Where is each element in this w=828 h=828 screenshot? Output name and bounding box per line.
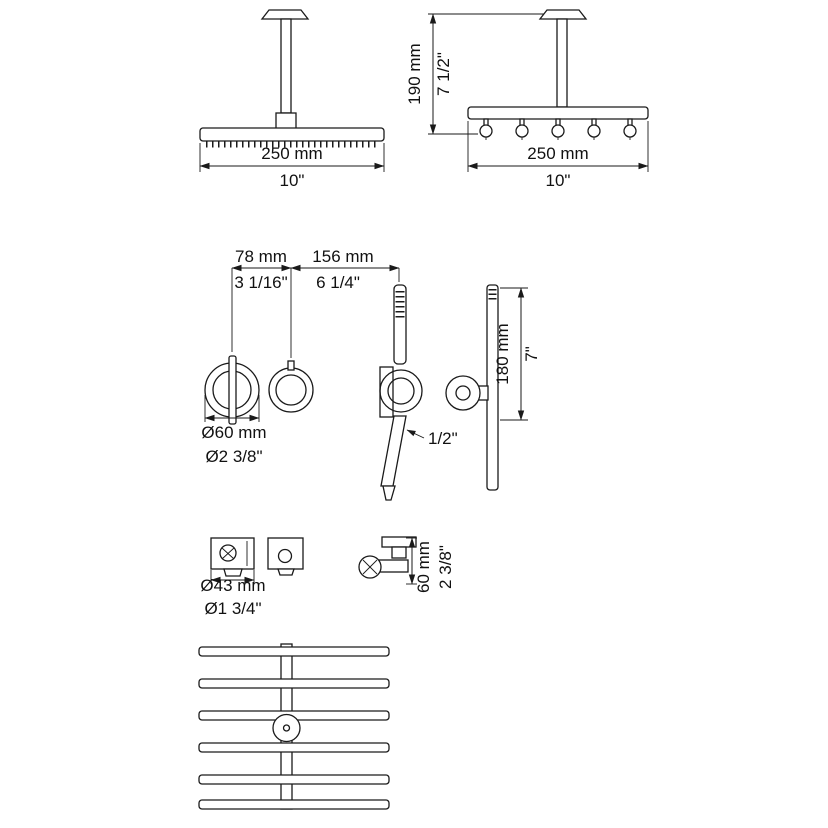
shower-head (199, 127, 385, 142)
ceiling-rain-shower-figure (199, 9, 385, 148)
dim-label-10in-left: 10" (280, 171, 305, 190)
holder-ring-outer (379, 369, 423, 413)
dim-label-d60mm: Ø60 mm (201, 423, 266, 442)
dim-label-d43mm: Ø43 mm (200, 576, 265, 595)
dim-holder-depth: 60 mm 2 3/8" (406, 537, 455, 593)
dim-label-d2-3-8in: Ø2 3/8" (205, 447, 262, 466)
holder-ring-inner (387, 377, 415, 405)
rack-bar (198, 799, 390, 810)
diverter-knob-top (277, 548, 293, 564)
dim-top-right-height: 190 mm 7 1/2" (405, 13, 544, 135)
dim-label-2-3-8in: 2 3/8" (436, 545, 455, 589)
dim-label-250mm-left: 250 mm (261, 144, 322, 163)
shower-head-nozzle (623, 118, 637, 140)
rack-bar (198, 742, 390, 753)
dim-label-156mm: 156 mm (312, 247, 373, 266)
rack-figure (198, 643, 390, 810)
hand-shower-front-figure (379, 284, 423, 501)
dim-hose-connection: 1/2" (406, 429, 458, 448)
valve-handles-front-figure (204, 355, 314, 425)
hand-shower-holder-side-figure (358, 536, 417, 579)
ceiling-pipe (556, 18, 568, 108)
dim-label-180mm: 180 mm (493, 323, 512, 384)
dim-label-6-1-4in: 6 1/4" (316, 273, 360, 292)
valve-knob-side-inner (455, 385, 471, 401)
shower-head-nozzle (479, 118, 493, 140)
shower-head-nozzle (587, 118, 601, 140)
rack-bar (198, 646, 390, 657)
dim-label-halfin: 1/2" (428, 429, 458, 448)
pipe-collar (275, 112, 297, 130)
dim-label-60mm: 60 mm (414, 541, 433, 593)
hand-shower-hose (380, 415, 407, 487)
shower-bar (467, 106, 649, 120)
diverter-handle-inner (275, 374, 307, 406)
ceiling-flange (260, 9, 310, 20)
rack-bar (198, 774, 390, 785)
valve-lever (228, 355, 237, 425)
valve-stem-top (223, 568, 243, 577)
hose-spout (382, 485, 396, 501)
dim-label-7half-in: 7 1/2" (434, 52, 453, 96)
dim-label-d1-3-4in: Ø1 3/4" (204, 599, 261, 618)
dim-label-10in-right: 10" (546, 171, 571, 190)
holder-flange (381, 536, 417, 548)
dim-label-190mm: 190 mm (405, 43, 424, 104)
valve-knob-side (445, 375, 481, 411)
shower-head-nozzle (551, 118, 565, 140)
ceiling-pipe (280, 18, 292, 114)
diverter-stub (287, 360, 295, 371)
dim-label-3-1-16in: 3 1/16" (234, 273, 287, 292)
dim-label-78mm: 78 mm (235, 247, 287, 266)
valve-top-view-figure (210, 537, 255, 577)
shower-head-nozzle (515, 118, 529, 140)
hand-shower-wand (393, 284, 407, 365)
ceiling-shower-bar-figure (467, 9, 649, 140)
diverter-stem-top (277, 568, 295, 576)
dim-valve-diameter: Ø60 mm Ø2 3/8" (201, 395, 267, 466)
dim-middle-offsets: 78 mm 156 mm 3 1/16" 6 1/4" (231, 247, 400, 358)
hand-shower-side-figure (445, 284, 499, 491)
dim-top-right-width: 250 mm 10" (467, 121, 649, 190)
dim-label-7in: 7" (522, 346, 541, 362)
rack-bar (198, 678, 390, 689)
dim-plate-diameter: Ø43 mm Ø1 3/4" (200, 570, 266, 618)
diverter-top-view-figure (267, 537, 304, 576)
ceiling-flange (538, 9, 588, 20)
dim-top-left-width: 250 mm 10" (199, 143, 385, 190)
dim-label-250mm-right: 250 mm (527, 144, 588, 163)
holder-stem (391, 546, 407, 559)
dim-middle-height: 180 mm 7" (493, 287, 541, 421)
rack-knob-center (282, 724, 291, 732)
